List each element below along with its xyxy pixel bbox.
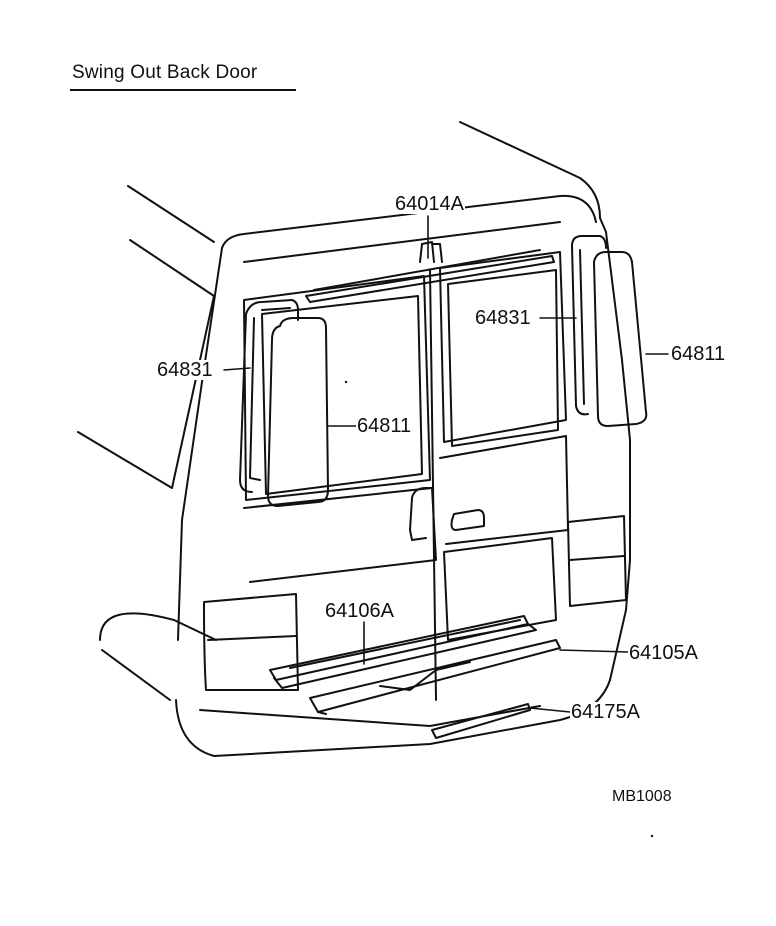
title-underline: [70, 89, 296, 91]
callout-64811-left: 64811: [356, 415, 413, 437]
callout-64831-right: 64831: [474, 307, 532, 329]
left-glass-part: [267, 317, 329, 507]
left-weatherstrip-part: [239, 299, 299, 493]
callout-64175a: 64175A: [570, 701, 641, 723]
callout-64831-left: 64831: [156, 359, 214, 381]
callout-64105a: 64105A: [628, 642, 699, 664]
callout-64106a: 64106A: [324, 600, 395, 622]
door-handles: [409, 487, 485, 541]
leader-lines: [223, 215, 669, 713]
figure-code: MB1008: [612, 788, 672, 805]
van-body-outline: [77, 121, 631, 757]
right-weatherstrip-part: [571, 235, 607, 416]
right-glass-part: [593, 251, 648, 427]
tail-lights: [203, 515, 627, 691]
callout-64811-right: 64811: [670, 343, 727, 365]
stray-marks: [344, 380, 654, 838]
callout-64014a: 64014A: [394, 193, 465, 215]
step-plate-part: [269, 615, 537, 689]
step-panel-part: [309, 639, 561, 715]
door-panels: [243, 251, 569, 701]
top-moulding-part: [305, 241, 555, 303]
diagram-title: Swing Out Back Door: [72, 62, 258, 83]
step-cover-part: [431, 703, 531, 739]
